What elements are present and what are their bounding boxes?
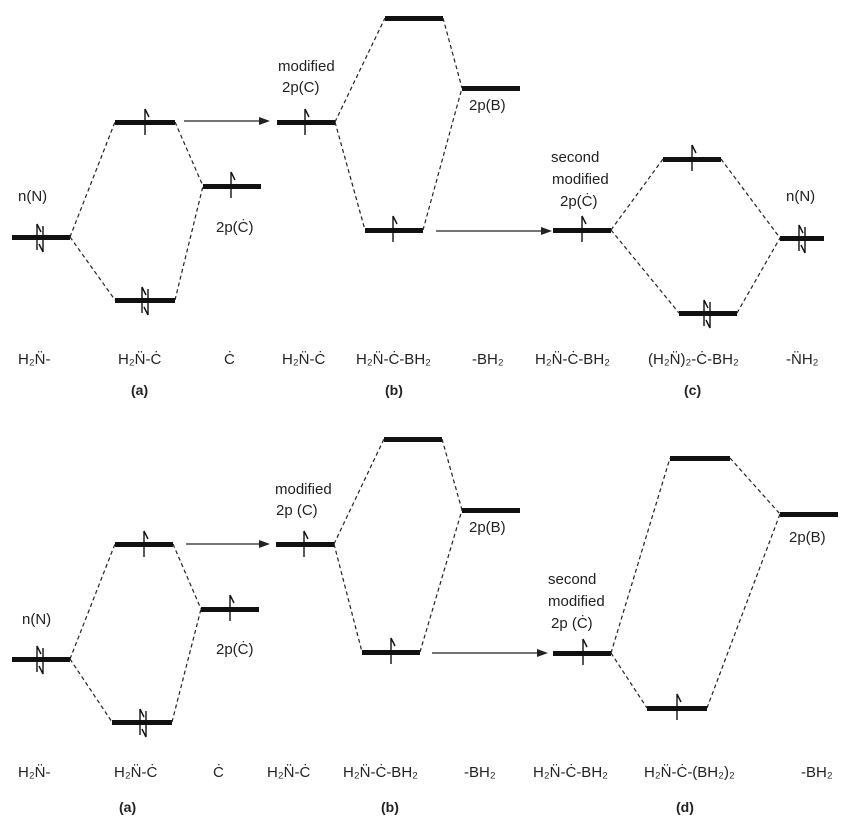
panel-c-top: (c) <box>684 382 701 398</box>
electron-2pC-top <box>230 171 236 198</box>
level-HNC-bonding-bot <box>112 720 172 725</box>
label-modified-bot: modified <box>275 481 332 498</box>
species-top-5: -BH₂ <box>472 351 504 368</box>
level-second-modified-bot <box>553 651 611 656</box>
label-modified-top: modified <box>278 58 335 75</box>
electron-d-bond-bot <box>676 693 682 720</box>
level-nN-right-top <box>780 236 824 241</box>
label-nN-bot: n(N) <box>22 611 51 628</box>
species-top-1: H₂N̈-Ċ <box>118 350 161 368</box>
species-top-4: H₂N̈-Ċ-BH₂ <box>356 350 431 368</box>
label-second-top: second <box>551 149 599 166</box>
panel-b-bot: (b) <box>381 799 399 815</box>
label-second-modified-bot: modified <box>548 593 605 610</box>
electron-HNC-anti-top <box>144 108 150 135</box>
species-top-0: H₂N̈- <box>18 351 50 368</box>
bottom-diagram: n(N) modified 2p (C) 2p(Ċ) 2p(B) second … <box>12 437 838 815</box>
electron-second-top <box>581 215 587 242</box>
label-second-2p-top: 2p(Ċ) <box>560 192 598 210</box>
level-b-bonding-top <box>365 228 423 233</box>
label-second-2p-bot: 2p (Ċ) <box>551 614 593 632</box>
species-top-8: -N̈H₂ <box>786 351 819 368</box>
label-2pC-mod-bot: 2p (C) <box>276 502 318 519</box>
panel-d-bot: (d) <box>676 799 694 815</box>
level-nN-top <box>12 235 70 240</box>
electron-b-bond-bot <box>390 637 396 664</box>
level-2pB-bot <box>462 508 520 513</box>
level-d-antibonding-bot <box>670 456 730 461</box>
level-2pB-right-bot <box>780 512 838 517</box>
level-2pC-top <box>203 184 261 189</box>
species-bot-2: Ċ <box>213 763 224 781</box>
electron-pair-HNC-bot <box>139 708 147 738</box>
label-2pB-right-bot: 2p(B) <box>789 529 826 546</box>
level-2pB-top <box>462 86 520 91</box>
label-2pB-top: 2p(B) <box>469 97 506 114</box>
label-2pC-mod-top: 2p(C) <box>282 79 320 96</box>
label-second-bot: second <box>548 571 596 588</box>
level-HNC-bonding-top <box>115 298 175 303</box>
species-bot-3: H₂N̈-Ċ <box>267 763 310 781</box>
electron-pair-HNC-top <box>141 286 149 316</box>
level-b-antibonding-top <box>385 16 443 21</box>
label-second-modified-top: modified <box>552 171 609 188</box>
species-bot-6: H₂N̈-Ċ-BH₂ <box>533 763 608 781</box>
electron-2pC-bot <box>229 594 235 621</box>
level-c-bonding-top <box>679 311 737 316</box>
species-bot-0: H₂N̈- <box>18 764 50 781</box>
electron-pair-nN-top <box>36 223 44 253</box>
species-bot-8: -BH₂ <box>801 764 833 781</box>
species-top-6: H₂N̈-Ċ-BH₂ <box>535 350 610 368</box>
electron-pair-nN-right-top <box>798 224 806 254</box>
panel-a-top: (a) <box>131 382 148 398</box>
species-top-2: Ċ <box>224 350 235 368</box>
panel-a-bot: (a) <box>119 799 136 815</box>
level-modified-2pC-top <box>277 120 335 125</box>
electron-mod-top <box>304 108 310 135</box>
label-2pB-bot: 2p(B) <box>469 519 506 536</box>
electron-pair-c-bond-top <box>703 299 711 329</box>
electron-pair-nN-bot <box>36 645 44 675</box>
electron-second-bot <box>582 638 588 665</box>
label-nN-top: n(N) <box>18 188 47 205</box>
species-top-3: H₂N̈-Ċ <box>282 350 325 368</box>
species-bot-1: H₂N̈-Ċ <box>114 763 157 781</box>
electron-HNC-anti-bot <box>143 530 149 557</box>
species-bot-4: H₂N̈-Ċ-BH₂ <box>343 763 418 781</box>
electron-c-anti-top <box>691 144 697 171</box>
species-top-7: (H₂N̈)₂-Ċ-BH₂ <box>648 350 739 368</box>
level-modified-2pC-bot <box>276 542 334 547</box>
panel-b-top: (b) <box>385 382 403 398</box>
level-nN-bot <box>12 657 70 662</box>
level-b-antibonding-bot <box>384 437 442 442</box>
top-diagram: n(N) modified 2p(C) 2p(Ċ) 2p(B) second m… <box>12 16 824 398</box>
label-nN-right-top: n(N) <box>786 188 815 205</box>
electron-mod-bot <box>303 530 309 557</box>
label-2pCdot-bot: 2p(Ċ) <box>216 640 254 658</box>
species-bot-7: H₂N̈-Ċ-(BH₂)₂ <box>644 763 735 781</box>
label-2pCdot-top: 2p(Ċ) <box>216 218 254 236</box>
electron-b-bond-top <box>392 215 398 242</box>
species-bot-5: -BH₂ <box>464 764 496 781</box>
